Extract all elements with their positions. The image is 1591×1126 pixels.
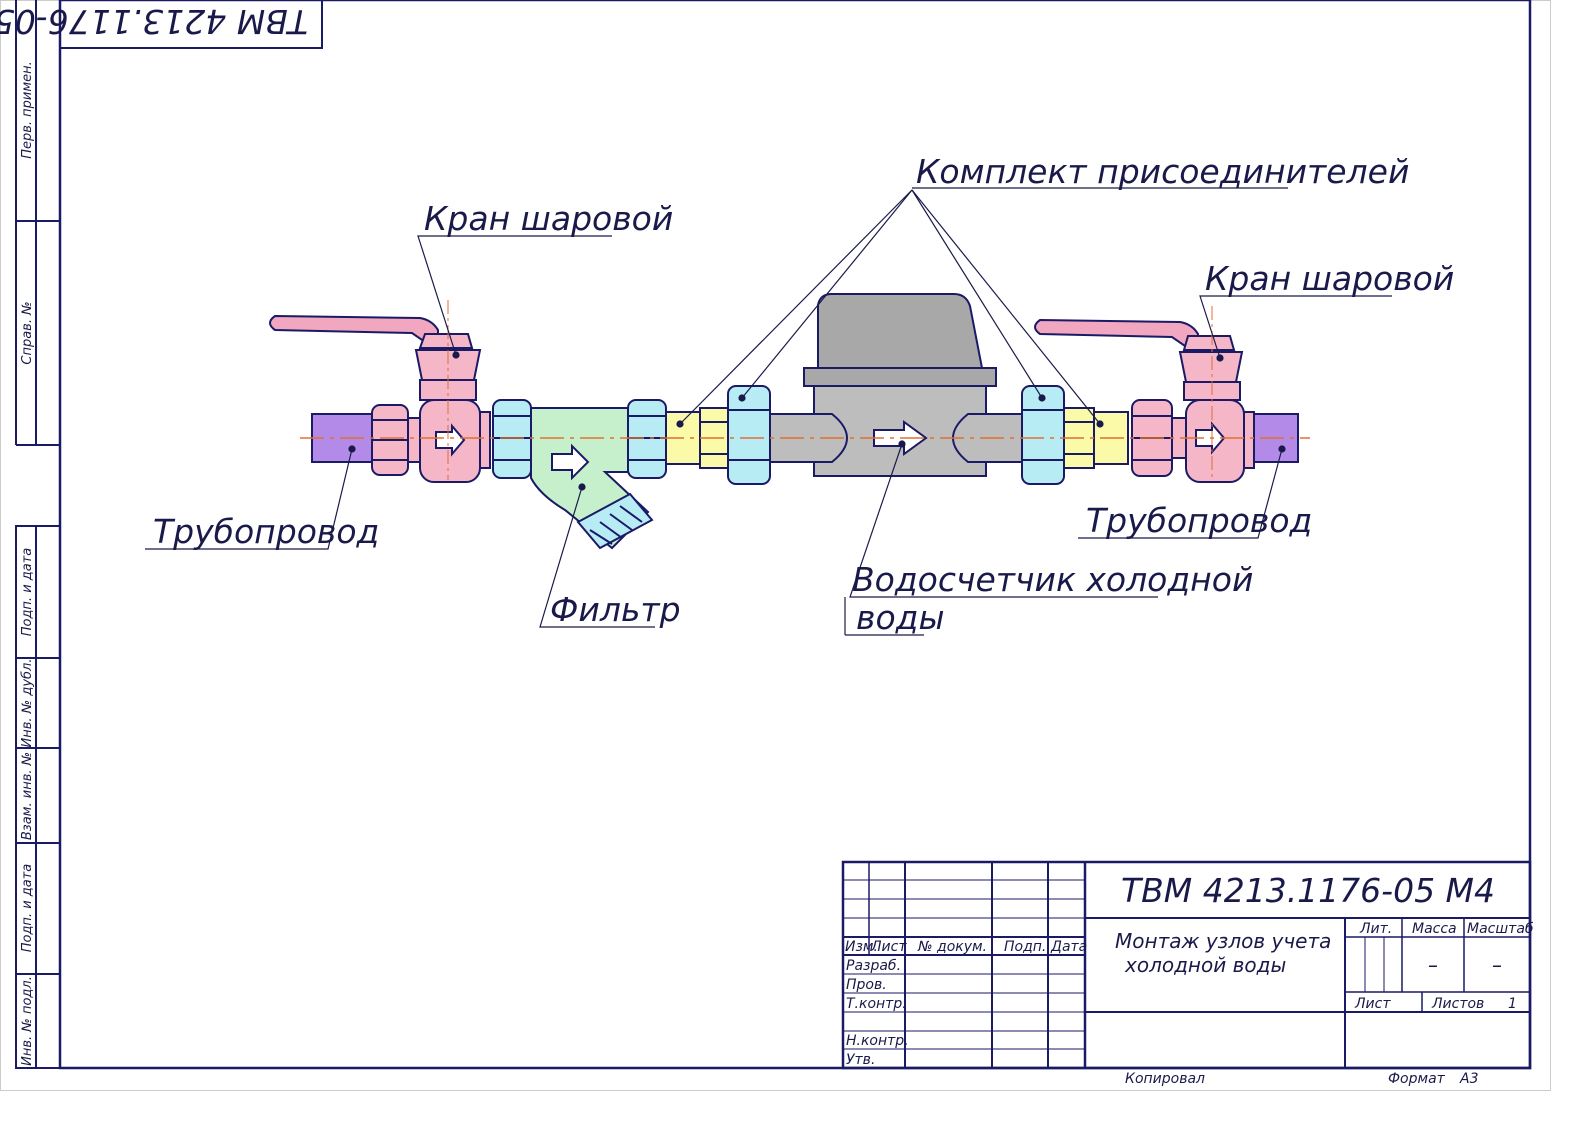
tb-doc-no: № докум. [917, 939, 987, 955]
tb-list: Лист [870, 939, 907, 955]
tb-tkontr: Т.контр. [846, 996, 907, 1012]
callout-labels: Кран шаровой Комплект присоединителей Кр… [153, 152, 1454, 637]
rotated-code-box: ТВМ 4213.1176-05 М4 [0, 0, 323, 49]
filter [492, 399, 667, 550]
label-filter: Фильтр [550, 590, 681, 629]
rotated-code-text: ТВМ 4213.1176-05 М4 [0, 2, 308, 41]
label-meter-line1: Водосчетчик холодной [852, 560, 1253, 599]
tb-razrab: Разраб. [846, 958, 901, 974]
tb-sheets-value: 1 [1508, 996, 1517, 1012]
tb-masshtab-value: – [1492, 953, 1502, 977]
label-valve-left: Кран шаровой [424, 199, 673, 238]
tb-prov: Пров. [846, 977, 887, 993]
label-sprav-no: Справ. № [20, 301, 35, 364]
tb-lit: Лит. [1359, 921, 1392, 937]
tb-sheet-label: Лист [1354, 996, 1391, 1012]
connector-set-right [1021, 385, 1129, 485]
water-meter [769, 293, 1023, 477]
label-connectors: Комплект присоединителей [916, 152, 1409, 191]
tb-data: Дата [1050, 939, 1087, 955]
assembly [269, 293, 1310, 550]
label-inv-podl: Инв. № подл. [20, 976, 35, 1066]
tb-format-label: Формат [1388, 1071, 1446, 1087]
connector-set-left [665, 385, 771, 485]
title-block [841, 860, 1532, 1070]
label-podp-data-2: Подп. и дата [20, 864, 35, 953]
label-valve-right: Кран шаровой [1205, 259, 1454, 298]
side-column [15, 0, 61, 1069]
label-vzam-inv: Взам. инв. № [20, 752, 35, 840]
tb-format-value: А3 [1459, 1071, 1478, 1087]
tb-izm: Изм. [845, 939, 878, 955]
label-perv-primen: Перв. примен. [20, 61, 35, 159]
tb-utv: Утв. [846, 1052, 875, 1068]
tb-massa-value: – [1428, 953, 1438, 977]
label-inv-dubl: Инв. № дубл. [20, 659, 35, 748]
label-meter-line2: воды [856, 598, 945, 637]
side-column-labels: Перв. примен. Справ. № Подп. и дата Инв.… [20, 61, 35, 1066]
title-block-text: ТВМ 4213.1176-05 М4 Монтаж узлов учета х… [845, 871, 1534, 1087]
leader-lines [145, 187, 1392, 636]
ball-valve-left [269, 314, 491, 483]
tb-sheets-label: Листов [1431, 996, 1484, 1012]
drawing-title-line1: Монтаж узлов учета [1115, 929, 1331, 953]
tb-copied: Копировал [1125, 1071, 1205, 1087]
tb-massa: Масса [1412, 921, 1457, 937]
drawing-code: ТВМ 4213.1176-05 М4 [1121, 871, 1495, 910]
label-pipe-right: Трубопровод [1086, 501, 1312, 540]
tb-nkontr: Н.контр. [846, 1033, 909, 1049]
tb-masshtab: Масштаб [1467, 921, 1534, 937]
drawing-title-line2: холодной воды [1124, 953, 1286, 977]
label-pipe-left: Трубопровод [153, 512, 379, 551]
label-podp-data-1: Подп. и дата [20, 548, 35, 637]
tb-podp: Подп. [1004, 939, 1046, 955]
